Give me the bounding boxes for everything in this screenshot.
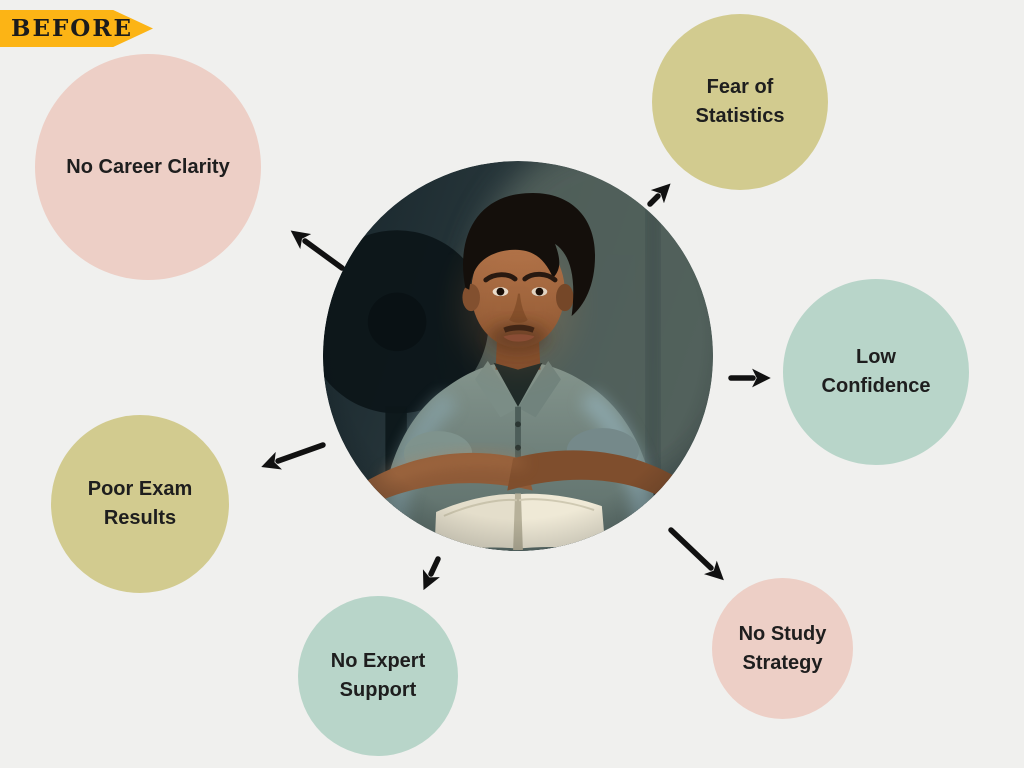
bubble-low-confidence: Low Confidence	[783, 279, 969, 465]
before-banner-label: BEFORE	[11, 15, 133, 42]
bubble-label: Low Confidence	[821, 346, 931, 397]
bubble-no-study-strategy: No Study Strategy	[712, 578, 853, 719]
arrow-to-no-study-strategy	[668, 527, 724, 581]
before-banner: BEFORE	[0, 10, 153, 47]
bubble-label: Poor Exam Results	[87, 478, 193, 529]
bubble-label: No Career Clarity	[66, 155, 230, 178]
bubble-no-expert-support: No Expert Support	[298, 596, 458, 756]
arrow-to-no-expert-support	[422, 556, 441, 591]
bubble-label: Fear of Statistics	[695, 76, 785, 127]
arrow-to-poor-exam-results	[261, 442, 326, 470]
student-photo-illustration	[323, 161, 713, 551]
bubble-fear-of-statistics: Fear of Statistics	[652, 14, 828, 190]
arrow-to-fear-of-statistics	[647, 183, 671, 207]
student-photo	[323, 161, 713, 551]
arrow-to-no-career-clarity	[290, 230, 345, 271]
bubble-label: No Study Strategy	[738, 622, 827, 674]
bubble-no-career-clarity: No Career Clarity	[35, 54, 261, 280]
bubble-label: No Expert Support	[330, 650, 426, 701]
bubble-poor-exam-results: Poor Exam Results	[51, 415, 229, 593]
